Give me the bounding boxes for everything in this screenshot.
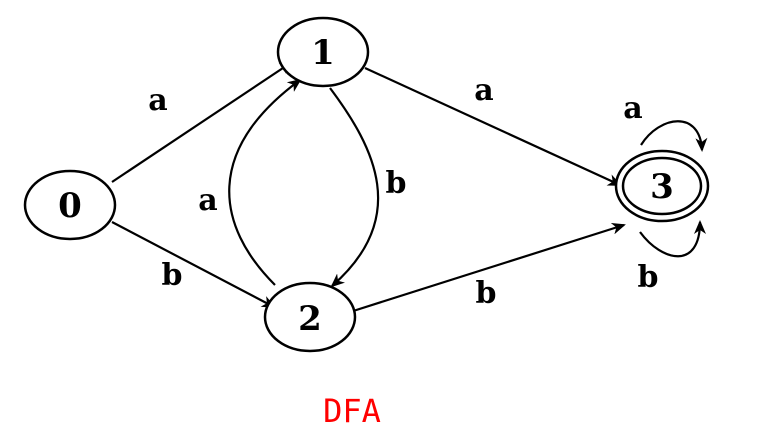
state-0-label: 0	[58, 186, 82, 226]
edge-2-1	[228, 78, 302, 286]
state-2-label: 2	[298, 299, 322, 339]
self-loop-a-label: a	[623, 91, 642, 126]
state-2: 2	[263, 281, 357, 353]
self-loop-b-label: b	[638, 260, 659, 295]
edge-0-1-label: a	[148, 83, 167, 118]
edge-2-1-label: a	[198, 183, 217, 218]
state-0: 0	[23, 169, 117, 241]
edge-1-2	[329, 87, 380, 288]
state-3-label: 3	[650, 167, 674, 207]
edge-3-3-a	[640, 120, 708, 152]
edge-2-3-label: b	[476, 276, 497, 311]
edge-2-3	[349, 222, 626, 314]
edge-1-3-label: a	[474, 73, 493, 108]
edge-3-3-b	[639, 220, 706, 258]
edge-0-2	[111, 221, 276, 308]
edge-1-3	[364, 67, 622, 186]
diagram-caption: DFA	[323, 392, 381, 430]
edge-0-2-label: b	[162, 258, 183, 293]
edge-1-2-label: b	[386, 166, 407, 201]
edge-0-1	[111, 60, 294, 183]
state-3-accepting: 3	[614, 149, 710, 223]
state-1-label: 1	[311, 33, 335, 73]
state-1: 1	[276, 16, 370, 88]
